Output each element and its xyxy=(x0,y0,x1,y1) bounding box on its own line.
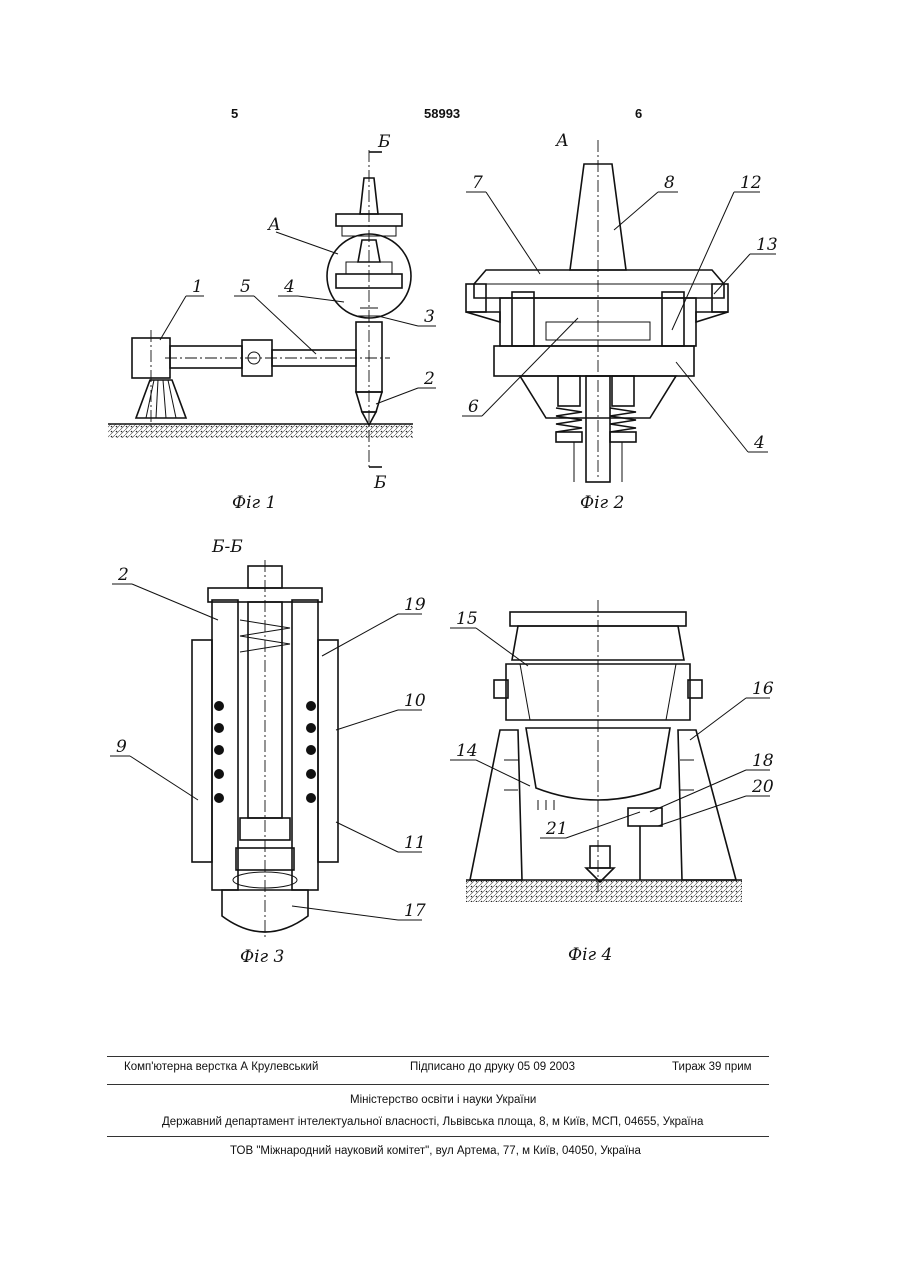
fig1-label-5: 5 xyxy=(240,277,251,297)
fig2-caption: Фіг 2 xyxy=(580,493,624,513)
fig4-label-15: 15 xyxy=(456,609,478,629)
fig4-label-21: 21 xyxy=(545,819,568,839)
fig3-label-11: 11 xyxy=(404,833,426,853)
footer-ministry: Міністерство освіти і науки України xyxy=(350,1094,536,1106)
fig3-label-2: 2 xyxy=(117,565,129,585)
fig4-frames xyxy=(470,730,736,880)
fig4-ground xyxy=(466,880,742,902)
fig2-label-7: 7 xyxy=(472,173,483,193)
fig3-caption: Фіг 3 xyxy=(240,947,284,967)
fig3-label-17: 17 xyxy=(404,901,426,921)
fig1-label-2: 2 xyxy=(423,369,435,389)
patent-drawings: Б Б А 1 5 4 3 2 Фіг 1 А xyxy=(0,0,900,1000)
figure-4: 15 16 14 18 20 21 Фіг 4 xyxy=(450,600,774,965)
fig4-label-16: 16 xyxy=(752,679,774,699)
footer-typesetting: Комп'ютерна верстка А Крулевський xyxy=(124,1061,318,1073)
fig1-detail-a xyxy=(327,150,411,470)
fig1-label-3: 3 xyxy=(424,307,435,327)
fig3-label-19: 19 xyxy=(404,595,426,615)
fig1-label-1: 1 xyxy=(192,277,203,297)
fig3-outer-right xyxy=(318,640,338,862)
fig1-base xyxy=(132,330,186,430)
fig2-label-4: 4 xyxy=(753,433,765,453)
fig3-label-10: 10 xyxy=(404,691,426,711)
fig4-label-14: 14 xyxy=(456,741,478,761)
figure-3: Б-Б 2 19 10 xyxy=(110,537,426,967)
footer-department: Державний департамент інтелектуальної вл… xyxy=(162,1116,703,1128)
fig1-section-bottom: Б xyxy=(373,473,387,493)
fig1-label-4: 4 xyxy=(283,277,295,297)
fig4-label-18: 18 xyxy=(752,751,774,771)
fig3-title: Б-Б xyxy=(211,537,243,557)
fig2-title: А xyxy=(555,131,569,151)
fig3-outer-left xyxy=(192,640,212,862)
figure-1: Б Б А 1 5 4 3 2 Фіг 1 xyxy=(108,132,436,513)
fig2-label-6: 6 xyxy=(468,397,479,417)
fig2-label-13: 13 xyxy=(756,235,778,255)
fig2-label-8: 8 xyxy=(664,173,675,193)
fig4-caption: Фіг 4 xyxy=(568,945,612,965)
footer-circulation: Тираж 39 прим xyxy=(672,1061,752,1073)
figure-2: А 7 8 xyxy=(462,131,778,513)
fig3-label-9: 9 xyxy=(116,737,127,757)
fig4-label-20: 20 xyxy=(751,777,774,797)
fig2-plate-4 xyxy=(494,346,694,376)
footer-publisher: ТОВ "Міжнародний науковий комітет", вул … xyxy=(230,1145,641,1157)
footer-signed: Підписано до друку 05 09 2003 xyxy=(410,1061,575,1073)
fig1-section-top: Б xyxy=(377,132,391,152)
fig1-ground xyxy=(108,424,413,438)
fig2-label-12: 12 xyxy=(740,173,762,193)
fig1-caption: Фіг 1 xyxy=(232,493,276,513)
fig1-detail-label: А xyxy=(267,215,281,235)
fig2-springs xyxy=(556,376,636,442)
